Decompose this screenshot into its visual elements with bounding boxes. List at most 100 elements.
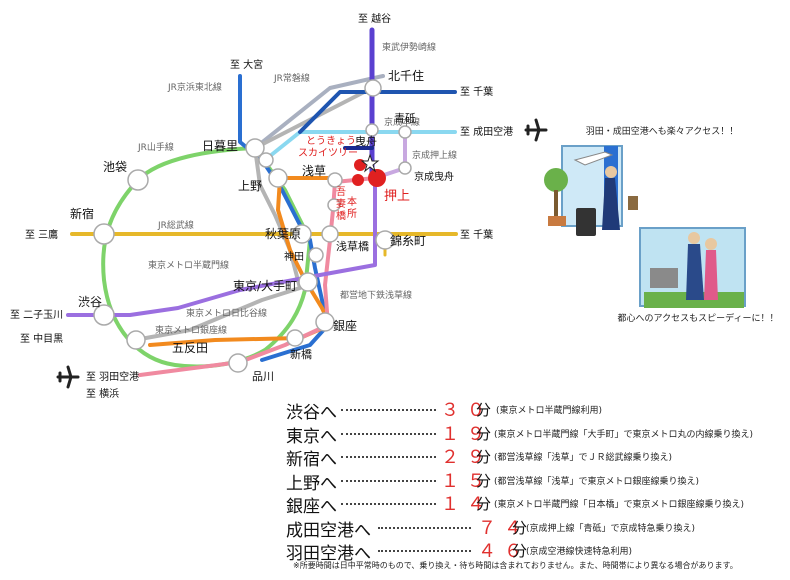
travel-destination: 成田空港へ xyxy=(286,520,371,541)
oshiage-marker xyxy=(368,169,386,187)
station-shinagawa: 品川 xyxy=(252,370,274,383)
travel-minutes: １５ xyxy=(441,470,493,492)
label-metro-hanzomon: 東京メトロ半蔵門線 xyxy=(148,259,229,271)
station-marker-hikifune xyxy=(365,123,379,137)
line-metro-ginza xyxy=(148,176,337,347)
direction-mitaka: 至 三鷹 xyxy=(25,228,58,241)
label-keisei-oshiage: 京成押上線 xyxy=(412,149,457,161)
station-marker-kanda xyxy=(308,247,324,263)
dotted-leader xyxy=(341,409,436,411)
airplane-icon xyxy=(56,365,80,389)
airplane-icon xyxy=(524,118,548,142)
station-marker-asakusa xyxy=(327,172,343,188)
station-marker-gotanda xyxy=(126,330,146,350)
station-honjo-azumabashi-1: 本 xyxy=(347,195,357,208)
travel-route-note: (東京メトロ半蔵門線「大手町」で東京メトロ丸の内線乗り換え) xyxy=(494,429,754,440)
station-marker-honjo xyxy=(327,198,341,212)
travel-unit: 分 xyxy=(476,424,492,443)
label-metro-ginza: 東京メトロ銀座線 xyxy=(155,324,227,336)
station-akihabara: 秋葉原 xyxy=(265,227,301,241)
direction-narita: 至 成田空港 xyxy=(460,125,513,138)
direction-chiba-mid: 至 千葉 xyxy=(460,228,493,241)
station-keisei-hikifune: 京成曳舟 xyxy=(414,170,454,183)
travel-unit: 分 xyxy=(476,401,492,419)
line-joban-chiba xyxy=(298,90,457,134)
travel-route-note: (東京メトロ半蔵門線「日本橋」で東京メトロ銀座線乗り換え) xyxy=(494,500,745,510)
highlight-markers xyxy=(352,153,386,187)
travel-minutes: １９ xyxy=(441,423,493,445)
station-marker-tokyo xyxy=(298,272,318,292)
travel-minutes: ３０ xyxy=(441,400,493,421)
skytree-star-icon xyxy=(360,153,380,173)
line-labels: 東武伊勢崎線 JR京浜東北線 JR常磐線 京成本線 JR山手線 京成押上線 JR… xyxy=(137,41,457,336)
travel-unit: 分 xyxy=(476,495,492,513)
footnote: ※所要時間は日中平常時のもので、乗り換え・待ち時間は含まれておりません。また、時… xyxy=(293,561,738,570)
station-marker-shinjuku xyxy=(93,223,115,245)
dotted-leader xyxy=(341,503,436,505)
direction-koshigaya: 至 越谷 xyxy=(358,12,391,25)
station-honjo-azumabashi-2: 所 xyxy=(347,208,357,220)
city-caption: 都心へのアクセスもスピーディーに！！ xyxy=(618,312,779,324)
line-metro-hanzomon xyxy=(66,176,377,317)
travel-minutes: ２９ xyxy=(441,447,493,468)
station-marker-kinshicho xyxy=(375,230,395,250)
station-azumabashi-2: 妻 xyxy=(336,197,346,210)
station-hikifune: 曳舟 xyxy=(355,134,377,148)
station-tokyo: 東京/大手町 xyxy=(233,279,297,293)
label-jr-sobu: JR総武線 xyxy=(157,219,194,231)
station-marker-ginza xyxy=(315,312,335,332)
line-toei-asakusa xyxy=(138,176,377,377)
direction-haneda: 至 羽田空港 xyxy=(86,370,139,383)
station-marker-nippori2 xyxy=(258,152,274,168)
dotted-leader xyxy=(378,526,471,529)
azumabashi-marker xyxy=(352,174,364,186)
station-ueno: 上野 xyxy=(238,179,262,193)
travel-unit: 分 xyxy=(512,518,528,537)
station-kanda: 神田 xyxy=(284,250,304,263)
station-gotanda: 五反田 xyxy=(172,341,208,355)
travel-destination: 上野へ xyxy=(286,473,337,494)
travel-destination: 新宿へ xyxy=(286,450,337,470)
station-names: 北千住 青砥 日暮里 曳舟 京成曳舟 とうきょう スカイツリー 池袋 上野 浅草… xyxy=(70,69,454,383)
airport-caption: 羽田・成田空港へも楽々アクセス！！ xyxy=(586,125,739,137)
station-ginza: 銀座 xyxy=(333,318,357,333)
travel-route-note: (東京メトロ半蔵門線利用) xyxy=(496,406,603,416)
station-ikebukuro: 池袋 xyxy=(103,160,127,174)
dotted-leader xyxy=(341,479,436,482)
station-marker-kitasenju xyxy=(364,79,382,97)
station-azumabashi-1: 吾 xyxy=(336,186,346,198)
city-illustration: 都心へのアクセスもスピーディーに！！ xyxy=(618,227,779,324)
label-jr-joban: JR常磐線 xyxy=(273,72,310,84)
travel-route-note: (京成空港線快速特急利用) xyxy=(526,547,633,557)
direction-nakameguro: 至 中目黒 xyxy=(20,332,63,345)
station-aoto: 青砥 xyxy=(394,112,416,125)
travel-minutes: ４６ xyxy=(478,541,530,562)
travel-unit: 分 xyxy=(512,542,528,560)
station-marker-keisei-hikifune xyxy=(398,161,412,175)
station-asakusabashi: 浅草橋 xyxy=(336,239,369,253)
station-shinjuku: 新宿 xyxy=(70,206,94,221)
label-jr-yamanote: JR山手線 xyxy=(137,141,174,153)
direction-omiya: 至 大宮 xyxy=(230,58,263,71)
label-metro-hibiya: 東京メトロ日比谷線 xyxy=(186,307,267,319)
station-kinshicho: 錦糸町 xyxy=(390,233,426,248)
travel-route-note: (都営浅草線「浅草」でＪＲ総武線乗り換え) xyxy=(494,453,673,463)
airport-illustration: 羽田・成田空港へも楽々アクセス！！ xyxy=(544,125,738,236)
station-skytree-2: スカイツリー xyxy=(298,147,358,159)
travel-destination: 渋谷へ xyxy=(286,403,337,423)
station-oshiage: 押上 xyxy=(384,189,410,204)
direction-labels: 至 越谷 至 大宮 至 千葉 至 成田空港 至 三鷹 至 千葉 至 二子玉川 至… xyxy=(10,12,513,400)
travel-minutes: １４ xyxy=(441,494,493,515)
station-nippori: 日暮里 xyxy=(202,139,238,153)
travel-destination: 東京へ xyxy=(286,426,337,447)
travel-minutes: ７４ xyxy=(478,517,530,539)
travel-destination: 銀座へ xyxy=(286,497,337,517)
travel-route-note: (都営浅草線「浅草」で東京メトロ銀座線乗り換え) xyxy=(494,476,700,487)
direction-yokohama: 至 横浜 xyxy=(86,387,119,400)
station-shinbashi: 新橋 xyxy=(290,347,312,361)
station-marker-shinagawa xyxy=(228,353,248,373)
dotted-leader xyxy=(378,550,471,552)
station-marker-shibuya xyxy=(93,304,115,326)
station-marker-shinbashi xyxy=(286,329,304,347)
